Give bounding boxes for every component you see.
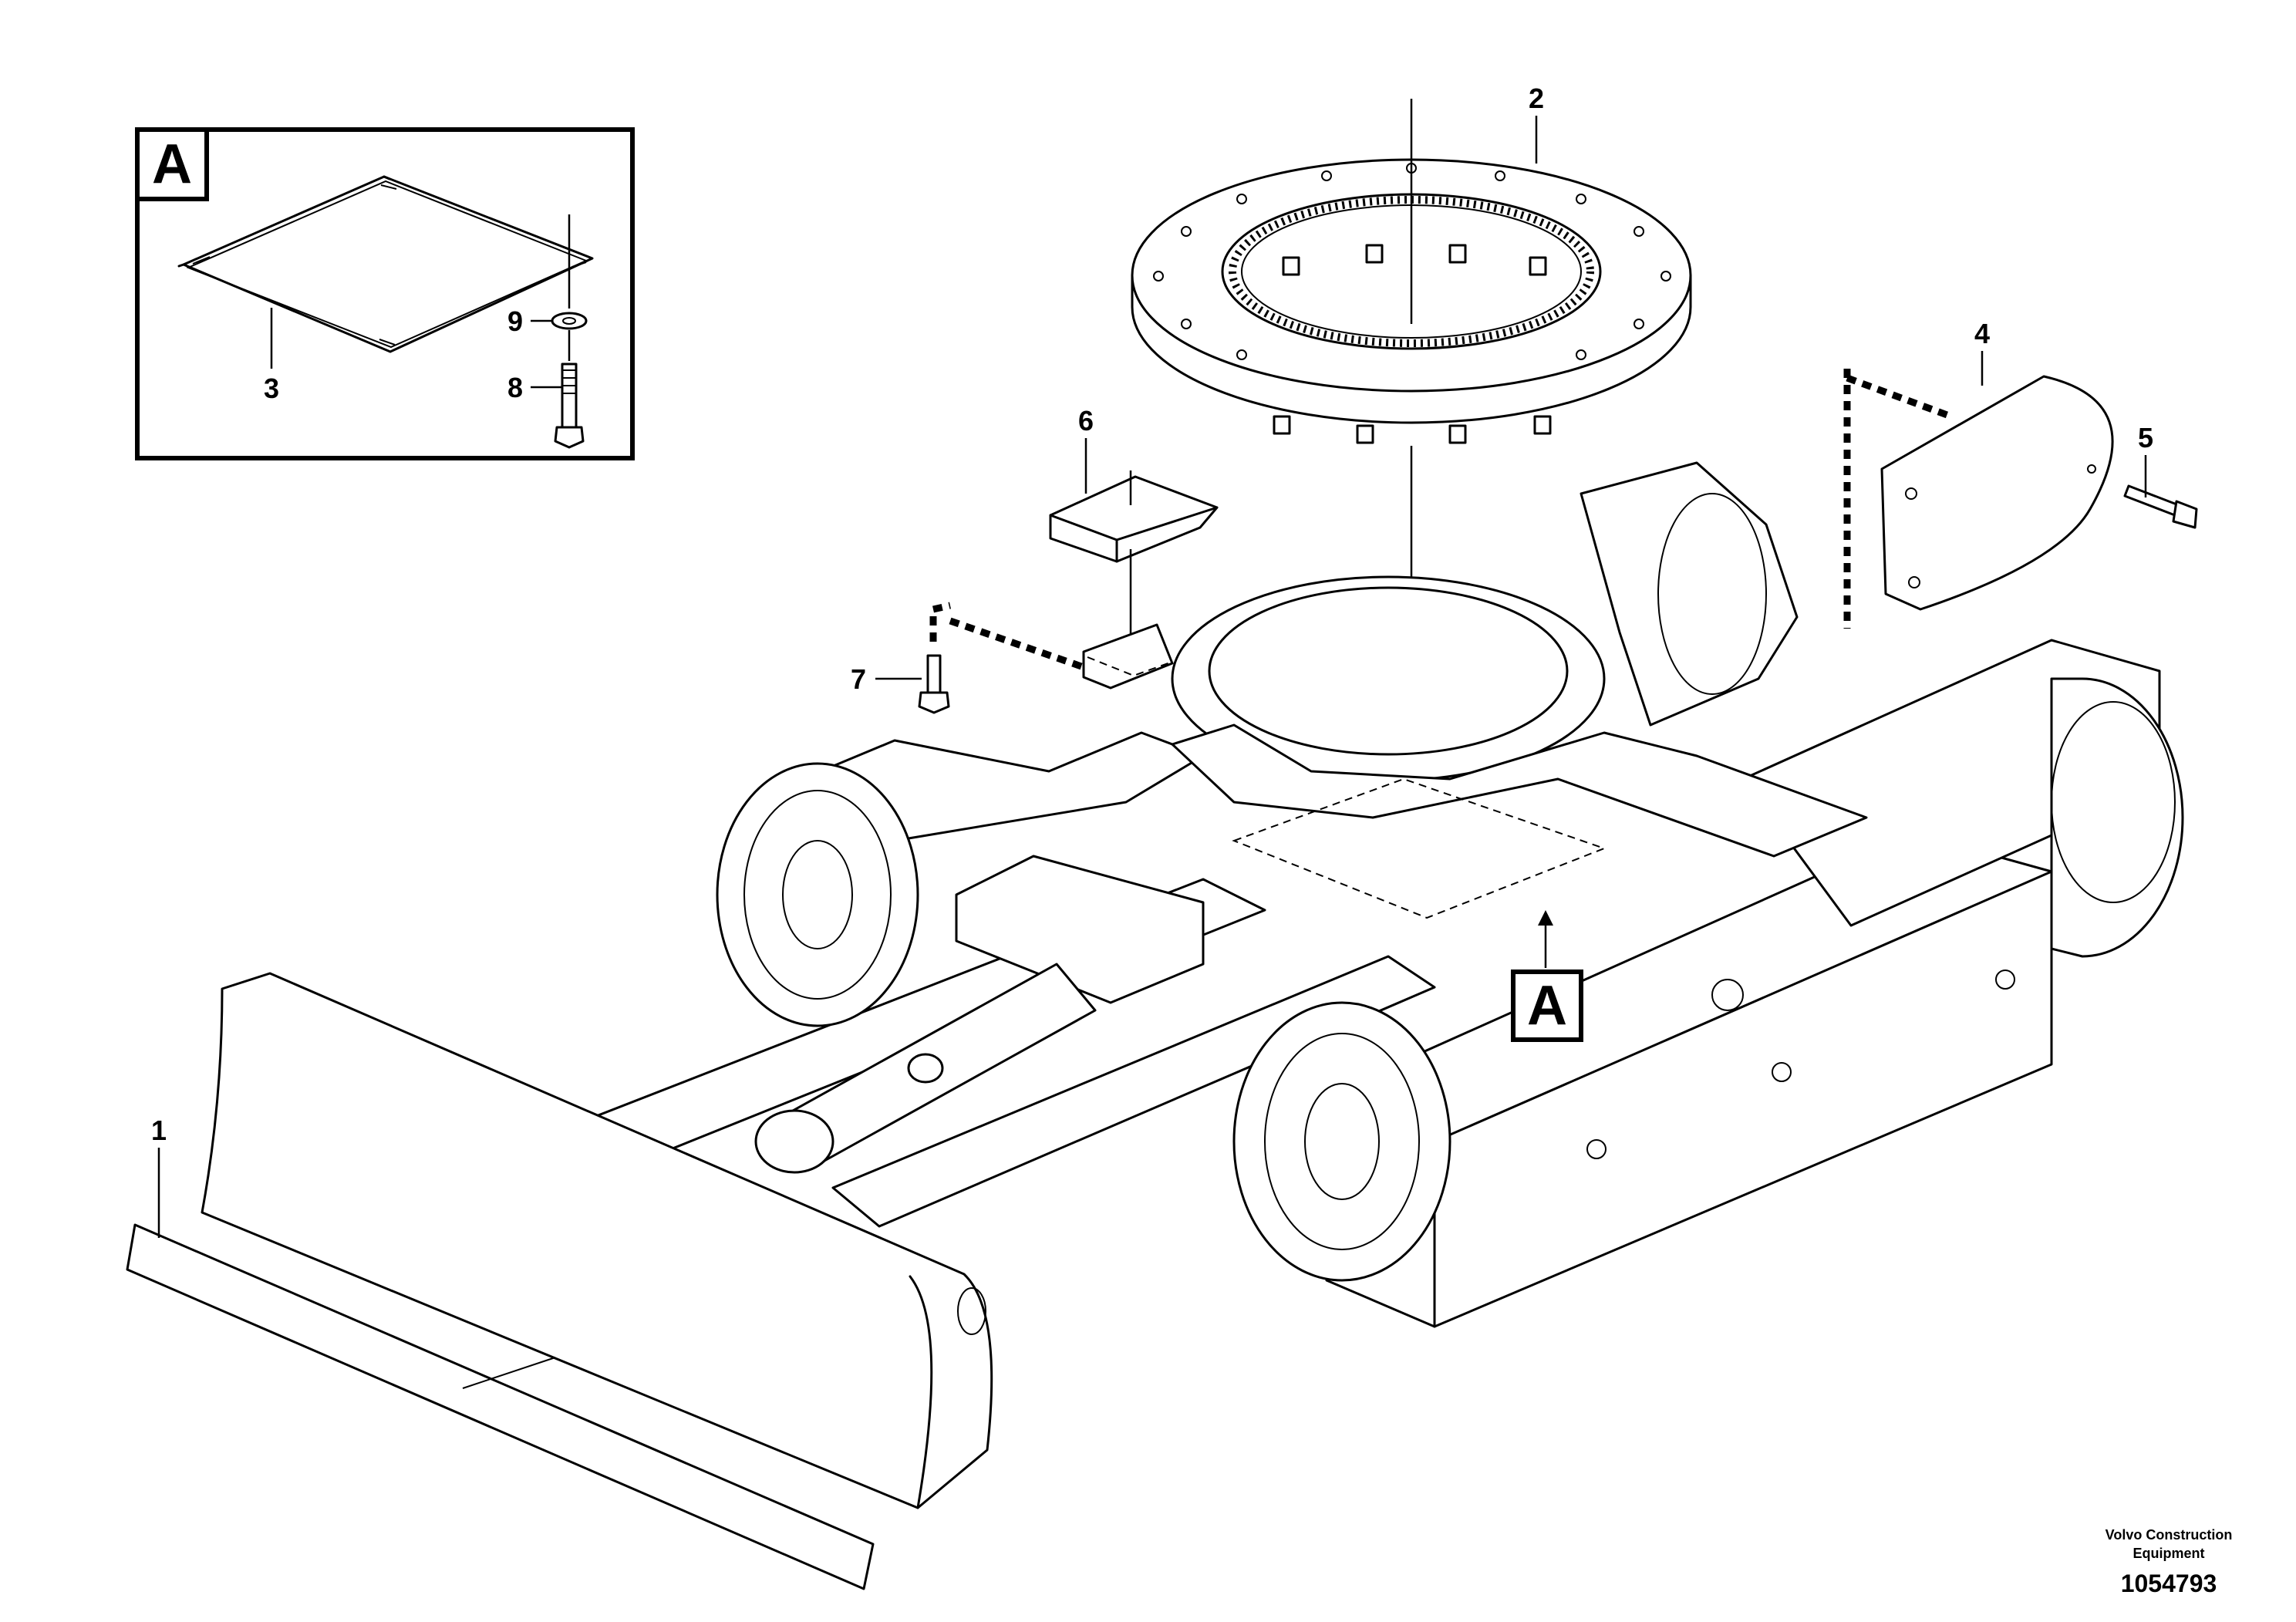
callout-4: 4 [1974,318,1990,349]
front-wheel-left [716,762,919,1027]
detail-view-a: A 3 9 8 [135,127,635,460]
dozer-blade-1-drawing [126,972,993,1590]
undercarriage-frame-drawing [569,461,2184,1328]
footer: Volvo Construction Equipment 1054793 [2106,1527,2233,1597]
screw-7-drawing [918,654,950,714]
cover-connector-dashed [1843,369,1953,629]
section-marker-letter: A [1527,975,1567,1037]
callout-5: 5 [2138,422,2153,454]
callout-8: 8 [507,372,523,403]
brand-line-1: Volvo Construction [2106,1527,2233,1543]
section-marker-a: A [1511,910,1583,1042]
pad-bracket [1082,623,1174,690]
screw-5-drawing [2123,484,2198,529]
pad-6-drawing [1049,470,1219,563]
screw-8-drawing [554,363,585,449]
detail-letter-box [135,127,209,201]
washer-9-drawing [551,312,588,330]
callout-6: 6 [1078,405,1094,437]
callout-3: 3 [264,373,279,404]
front-wheel-right [1232,1001,1451,1282]
plate-3-drawing [177,175,594,353]
brand-line-2: Equipment [2133,1546,2205,1561]
callout-1: 1 [151,1114,167,1146]
pad-connector-dashed [929,602,1085,671]
document-number: 1054793 [2121,1570,2217,1597]
callout-7: 7 [851,663,866,695]
callout-2: 2 [1529,83,1544,114]
detail-letter: A [152,133,192,195]
cover-4-drawing [1880,375,2114,611]
callout-9: 9 [507,305,523,337]
slewing-ring-2-drawing [1131,99,1692,733]
